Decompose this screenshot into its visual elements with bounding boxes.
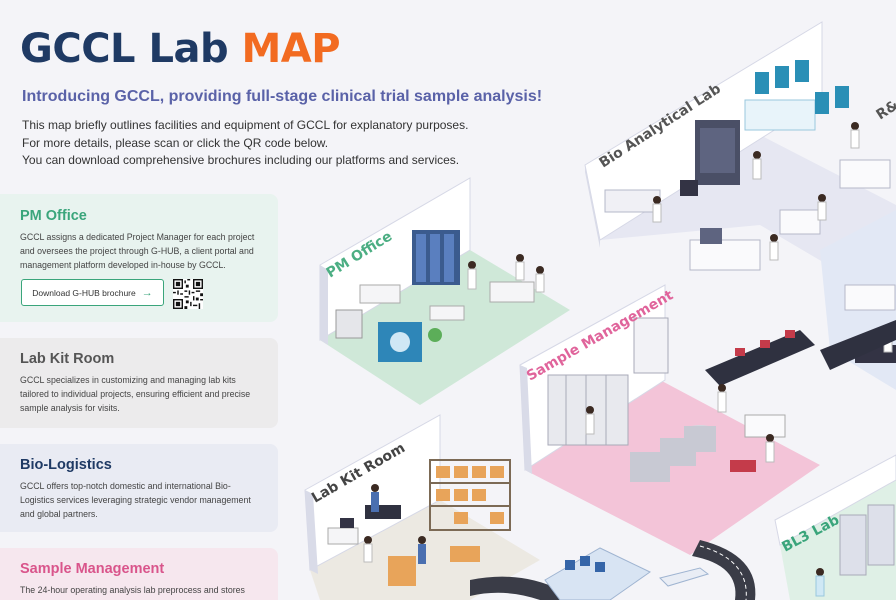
title-part-map: MAP — [241, 26, 341, 72]
rd-lab-label: R& — [873, 97, 896, 123]
intro-line: You can download comprehensive brochures… — [22, 153, 460, 167]
bio-analytical-lab-area[interactable]: Bio Analytical Lab R& — [584, 21, 896, 305]
download-button-label: Download G-HUB brochure — [32, 287, 136, 298]
lab-map-illustration: Bio Analytical Lab R& PM Office — [304, 21, 896, 600]
pm-office-card[interactable]: PM Office GCCL assigns a dedicated Proje… — [0, 194, 278, 322]
pm-office-description: GCCL assigns a dedicated Project Manager… — [20, 232, 255, 270]
sample-management-description: The 24-hour operating analysis lab prepr… — [20, 585, 245, 595]
lab-kit-room-card[interactable]: Lab Kit Room GCCL specializes in customi… — [0, 338, 278, 428]
bl3-lab-area[interactable]: BL3 Lab — [774, 454, 896, 600]
download-ghub-brochure-button[interactable]: Download G-HUB brochure → — [21, 279, 164, 306]
intro-line: This map briefly outlines facilities and… — [22, 118, 469, 132]
page-title: GCCL Lab MAP — [20, 26, 341, 72]
bio-logistics-description: GCCL offers top-notch domestic and inter… — [20, 481, 251, 519]
pm-office-area[interactable]: PM Office — [319, 177, 570, 405]
arrow-right-icon: → — [141, 286, 153, 299]
title-part-gccl: GCCL Lab — [20, 26, 242, 72]
bio-logistics-card[interactable]: Bio-Logistics GCCL offers top-notch dome… — [0, 444, 278, 532]
intro-text: This map briefly outlines facilities and… — [22, 117, 468, 170]
bio-logistics-area[interactable] — [470, 540, 756, 600]
intro-line: For more details, please scan or click t… — [22, 135, 329, 150]
bio-logistics-title: Bio-Logistics — [20, 457, 112, 473]
page-subtitle: Introducing GCCL, providing full-stage c… — [22, 88, 543, 105]
pm-office-title: PM Office — [20, 208, 87, 224]
lab-kit-room-description: GCCL specializes in customizing and mana… — [20, 375, 251, 413]
sample-management-area[interactable]: Sample Management — [519, 284, 896, 555]
qr-code-icon[interactable] — [173, 279, 203, 309]
sample-management-card[interactable]: Sample Management The 24-hour operating … — [0, 548, 278, 600]
lab-kit-room-area[interactable]: Lab Kit Room — [304, 414, 540, 600]
sample-management-title: Sample Management — [20, 561, 165, 577]
lab-kit-room-title: Lab Kit Room — [20, 351, 115, 367]
